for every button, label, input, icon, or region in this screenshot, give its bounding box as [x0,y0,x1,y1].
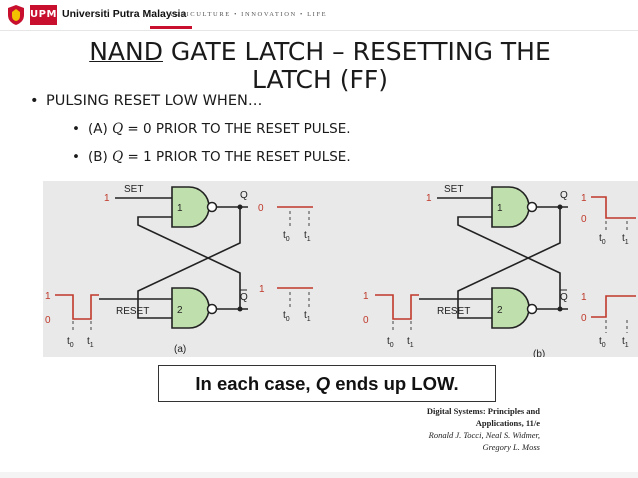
panel-b: SET 1 1 Q 1 0 t0 t1 2 Q [363,184,636,357]
bullet-main-text: PULSING RESET LOW WHEN… [46,93,263,109]
panel-b-label: (b) [533,349,545,357]
t1-label-a-mid: t1 [304,310,311,323]
t0-label-b-reset: t0 [387,336,394,349]
panel-a: SET 1 1 Q 0 t0 t1 2 Q [45,184,313,355]
bullet-a: • (A) Q = 0 PRIOR TO THE RESET PULSE. [72,121,351,137]
t1-label-a-reset: t1 [87,336,94,349]
qbar-high-b: 1 [581,292,587,303]
bullet-glyph: • [72,121,80,137]
citation-line-3: Ronald J. Tocci, Neal S. Widmer, [428,430,540,440]
slide-title: NAND GATE LATCH – RESETTING THE LATCH (F… [60,38,580,94]
t0-label-a-reset: t0 [67,336,74,349]
inversion-bubble [206,201,218,213]
nand-latch-figure: SET 1 1 Q 0 t0 t1 2 Q [43,181,638,357]
title-first-word: NAND [89,37,163,66]
bullet-main: • PULSING RESET LOW WHEN… [30,93,262,109]
citation-line-2: Applications, 11/e [475,418,540,428]
bullet-glyph: • [72,149,80,165]
bullet-glyph: • [30,93,39,109]
q-level-a: 0 [258,203,264,214]
t0-label-b-mid: t0 [599,336,606,349]
t1-label-a-top: t1 [304,230,311,243]
header-divider [0,30,638,31]
conclusion-caption: In each case, Q ends up LOW. [158,365,496,402]
bullet-b-prefix: (B) [88,149,113,165]
t0-label-a-mid: t0 [283,310,290,323]
t0-label-a-top: t0 [283,230,290,243]
reset-high-b: 1 [363,291,369,302]
reset-low-b: 0 [363,315,369,326]
bullet-a-var: Q [112,121,124,137]
header-accent [150,26,192,29]
set-level-a: 1 [104,193,110,204]
source-citation: Digital Systems: Principles and Applicat… [427,405,540,453]
q-label-a: Q [240,190,248,201]
bullet-a-prefix: (A) [88,121,113,137]
set-label-b: SET [444,184,463,195]
footer-band [0,472,638,478]
crest-icon [8,5,24,25]
q-low-b: 0 [581,214,587,225]
university-motto: AGRICULTURE • INNOVATION • LIFE [168,11,328,18]
caption-suffix: ends up LOW. [330,373,459,394]
caption-var: Q [315,373,331,394]
qbar-low-b: 0 [581,313,587,324]
gate-2-label-a: 2 [177,305,183,316]
q-high-b: 1 [581,193,587,204]
university-name: Universiti Putra Malaysia [62,8,187,20]
caption-prefix: In each case, [195,373,316,394]
figure-background [43,181,638,357]
qbar-waveform-b [591,295,636,318]
bullet-a-text: = 0 PRIOR TO THE RESET PULSE. [123,121,351,137]
gate-2-label-b: 2 [497,305,503,316]
t0-label-b-top: t0 [599,233,606,246]
bullet-b-var: Q [112,149,124,165]
reset-high-a: 1 [45,291,51,302]
gate-1-label-b: 1 [497,203,503,214]
reset-pulse-b [375,294,419,320]
qbar-label-a: Q [240,292,248,303]
qbar-level-a: 1 [259,284,265,295]
citation-line-1: Digital Systems: Principles and [426,406,540,416]
citation-line-4: Gregory L. Moss [482,442,540,452]
gate-1-label-a: 1 [177,203,183,214]
reset-label-a: RESET [116,306,149,317]
q-waveform-b [591,196,636,219]
panel-a-label: (a) [174,344,186,355]
t1-label-b-top: t1 [622,233,629,246]
qbar-label-b: Q [560,292,568,303]
q-label-b: Q [560,190,568,201]
set-level-b: 1 [426,193,432,204]
bullet-b-text: = 1 PRIOR TO THE RESET PULSE. [123,149,351,165]
header-banner: UPM Universiti Putra Malaysia AGRICULTUR… [0,0,638,31]
title-rest: GATE LATCH – RESETTING THE LATCH (FF) [162,37,551,94]
t1-label-b-mid: t1 [622,336,629,349]
t1-label-b-reset: t1 [407,336,414,349]
set-label-a: SET [124,184,143,195]
bullet-b: • (B) Q = 1 PRIOR TO THE RESET PULSE. [72,149,351,165]
brand-logo: UPM [30,5,57,25]
reset-pulse-a [55,294,99,320]
reset-label-b: RESET [437,306,470,317]
reset-low-a: 0 [45,315,51,326]
